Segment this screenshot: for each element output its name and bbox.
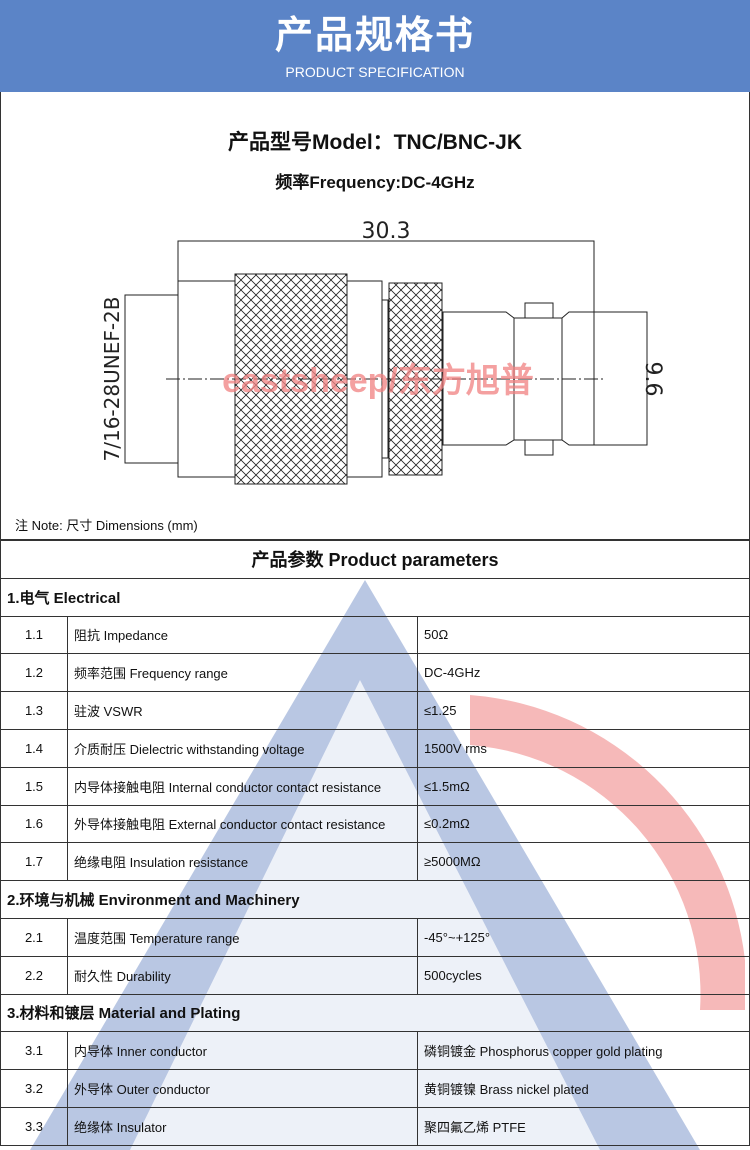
section-title: 2.环境与机械 Environment and Machinery xyxy=(0,880,750,919)
header-banner: 产品规格书 PRODUCT SPECIFICATION xyxy=(0,0,750,92)
thread-label: 7/16-28UNEF-2B xyxy=(100,297,124,462)
parameter-name: 温度范围 Temperature range xyxy=(67,917,418,957)
row-number: 3.2 xyxy=(0,1069,68,1108)
section-title: 1.电气 Electrical xyxy=(0,577,750,617)
section-title: 3.材料和镀层 Material and Plating xyxy=(0,993,750,1033)
parameter-value: 50Ω xyxy=(417,615,750,655)
row-number: 3.1 xyxy=(0,1031,68,1071)
row-number: 1.3 xyxy=(0,691,68,730)
row-number: 1.6 xyxy=(0,804,68,844)
length-dimension: 30.3 xyxy=(362,219,411,244)
parameter-value: -45°~+125° xyxy=(417,917,750,957)
parameter-name: 外导体接触电阻 External conductor contact resis… xyxy=(67,804,418,844)
title-cn: 产品规格书 xyxy=(274,15,475,57)
section-row: 1.电气 Electrical xyxy=(0,577,750,617)
parameter-value: 500cycles xyxy=(417,955,750,995)
row-number: 1.4 xyxy=(0,728,68,768)
parameter-value: ≤1.5mΩ xyxy=(417,766,750,806)
parameter-name: 耐久性 Durability xyxy=(67,955,418,995)
section-row: 2.环境与机械 Environment and Machinery xyxy=(0,880,750,919)
row-number: 1.2 xyxy=(0,653,68,693)
parameter-name: 内导体接触电阻 Internal conductor contact resis… xyxy=(67,766,418,806)
parameter-name: 外导体 Outer conductor xyxy=(67,1069,418,1108)
dimension-note: 注 Note: 尺寸 Dimensions (mm) xyxy=(15,518,198,533)
parameter-name: 绝缘电阻 Insulation resistance xyxy=(67,842,418,882)
parameter-value: 聚四氟乙烯 PTFE xyxy=(417,1106,750,1146)
row-number: 2.2 xyxy=(0,955,68,995)
parameter-value: ≤0.2mΩ xyxy=(417,804,750,844)
parameter-name: 驻波 VSWR xyxy=(67,691,418,730)
section-row: 3.材料和镀层 Material and Plating xyxy=(0,993,750,1033)
parameter-value: 1500V rms xyxy=(417,728,750,768)
parameter-name: 内导体 Inner conductor xyxy=(67,1031,418,1071)
frequency-title: 频率Frequency:DC-4GHz xyxy=(275,173,475,192)
parameter-name: 绝缘体 Insulator xyxy=(67,1106,418,1146)
row-number: 1.5 xyxy=(0,766,68,806)
row-number: 1.7 xyxy=(0,842,68,882)
watermark-text: eastsheep/东方旭普 xyxy=(222,361,534,400)
parameter-value: 黄铜镀镍 Brass nickel plated xyxy=(417,1069,750,1108)
parameter-name: 频率范围 Frequency range xyxy=(67,653,418,693)
parameter-value: ≤1.25 xyxy=(417,691,750,730)
parameter-value: 磷铜镀金 Phosphorus copper gold plating xyxy=(417,1031,750,1071)
row-number: 3.3 xyxy=(0,1106,68,1146)
diameter-dimension: 9.6 xyxy=(640,362,665,397)
parameter-name: 介质耐压 Dielectric withstanding voltage xyxy=(67,728,418,768)
row-number: 2.1 xyxy=(0,917,68,957)
connector-drawing: 30.3 9.6 7/16-28UNEF-2B eastsheep/东方旭普 xyxy=(100,219,665,485)
title-en: PRODUCT SPECIFICATION xyxy=(285,64,465,80)
drawing-frame: 产品型号Model：TNC/BNC-JK 频率Frequency:DC-4GHz… xyxy=(0,92,750,540)
parameter-name: 阻抗 Impedance xyxy=(67,615,418,655)
parameter-value: DC-4GHz xyxy=(417,653,750,693)
row-number: 1.1 xyxy=(0,615,68,655)
table-title: 产品参数 Product parameters xyxy=(0,540,750,579)
model-title: 产品型号Model：TNC/BNC-JK xyxy=(228,131,522,154)
parameter-value: ≥5000MΩ xyxy=(417,842,750,882)
